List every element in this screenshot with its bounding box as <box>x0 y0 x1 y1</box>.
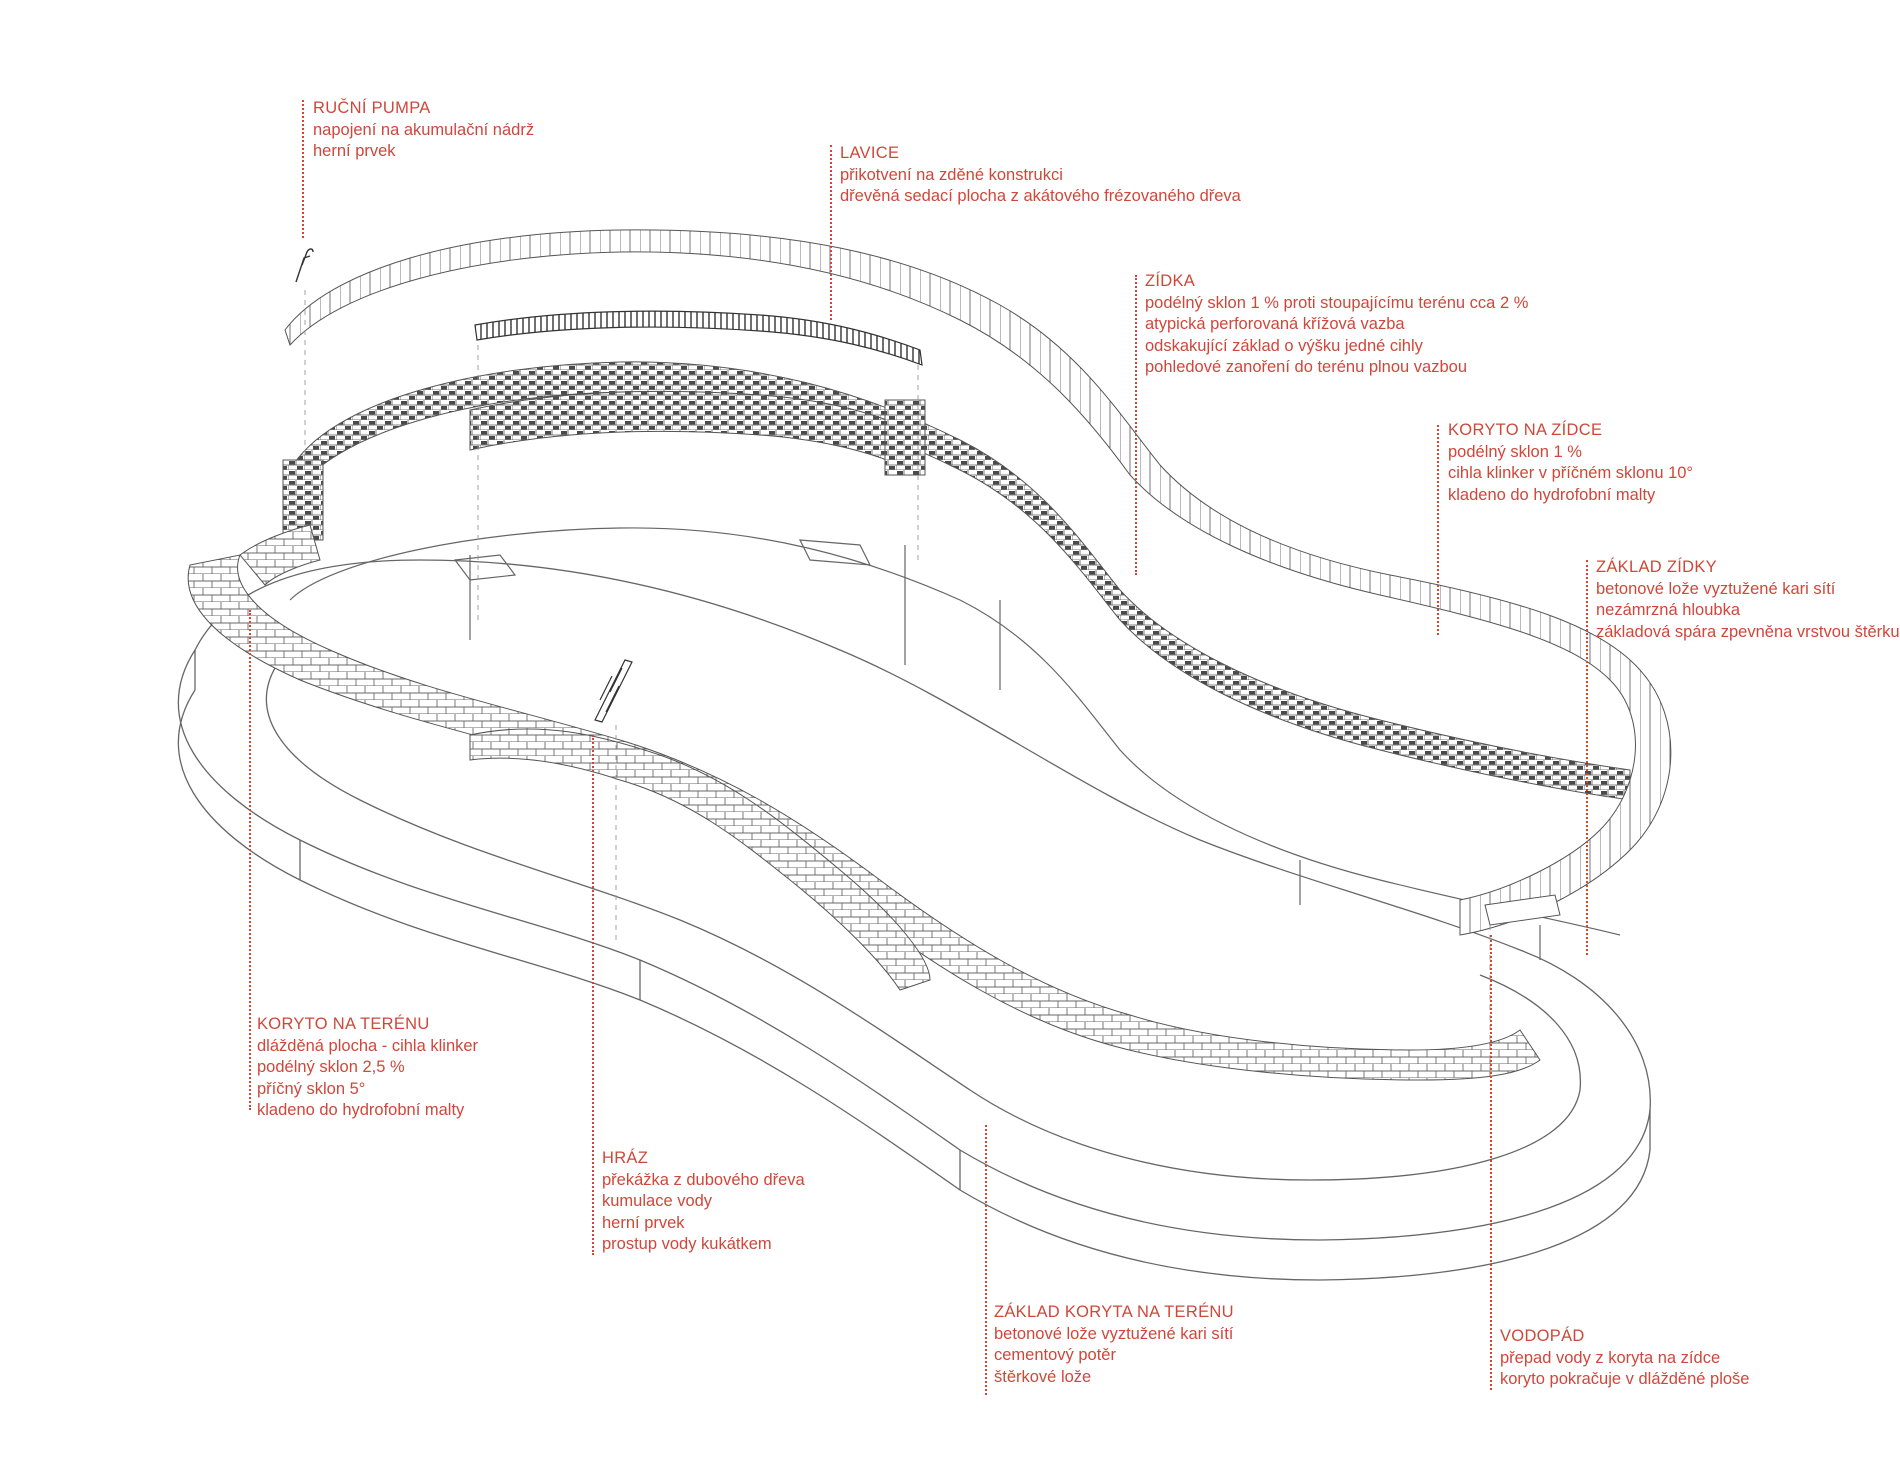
annotation-title: ZÁKLAD KORYTA NA TERÉNU <box>994 1303 1234 1321</box>
annotation-line: nezámrzná hloubka <box>1596 601 1741 619</box>
annotation-koryto-na-terenu: KORYTO NA TERÉNU dlážděná plocha - cihla… <box>257 1014 478 1122</box>
annotation-vodopad: VODOPÁD přepad vody z koryta na zídce ko… <box>1500 1326 1749 1391</box>
annotation-line: prostup vody kukátkem <box>602 1235 772 1253</box>
leader-lavice <box>830 145 832 320</box>
annotation-line: přikotvení na zděné konstrukci <box>840 165 1063 184</box>
annotation-line: cementový potěr <box>994 1346 1116 1364</box>
leader-zidka <box>1135 275 1137 575</box>
annotation-line: kladeno do hydrofobní malty <box>1448 485 1656 504</box>
annotation-title: KORYTO NA ZÍDCE <box>1448 421 1603 439</box>
annotation-line: dřevěná sedací plocha z akátového frézov… <box>840 187 1241 205</box>
annotation-line: příčný sklon 5° <box>257 1079 366 1098</box>
annotation-line: atypická perforovaná křížová vazba <box>1145 315 1405 333</box>
annotation-title: RUČNÍ PUMPA <box>313 99 431 117</box>
ground-channel-foundation <box>177 559 1651 1281</box>
leader-koryto-na-terenu <box>249 610 251 1110</box>
annotation-line: podélný sklon 1 % proti stoupajícímu ter… <box>1145 293 1529 312</box>
annotation-line: herní prvek <box>602 1213 685 1232</box>
annotation-line: betonové lože vyztužené kari sítí <box>1596 579 1836 598</box>
annotation-line: štěrkové lože <box>994 1367 1092 1386</box>
annotation-title: HRÁZ <box>602 1149 649 1167</box>
annotation-zidka: ZÍDKA podélný sklon 1 % proti stoupající… <box>1145 271 1528 379</box>
annotation-hraz: HRÁZ překážka z dubového dřeva kumulace … <box>602 1148 805 1256</box>
annotation-line: přepad vody z koryta na zídce <box>1500 1348 1721 1367</box>
annotation-lavice: LAVICE přikotvení na zděné konstrukci dř… <box>840 143 1241 208</box>
leader-zaklad-koryta <box>985 1125 987 1395</box>
annotation-title: ZÍDKA <box>1145 272 1196 290</box>
annotation-line: podélný sklon 1 % <box>1448 442 1582 461</box>
annotation-title: VODOPÁD <box>1500 1327 1585 1345</box>
annotation-zaklad-koryta-na-terenu: ZÁKLAD KORYTA NA TERÉNU betonové lože vy… <box>994 1302 1234 1388</box>
annotation-title: LAVICE <box>840 144 900 162</box>
annotation-title: ZÁKLAD ZÍDKY <box>1596 558 1717 576</box>
wall-foundation <box>289 527 1621 960</box>
annotation-zaklad-zidky: ZÁKLAD ZÍDKY betonové lože vyztužené kar… <box>1596 557 1900 643</box>
hand-pump <box>295 248 314 283</box>
wall-channel <box>284 229 1672 936</box>
leader-koryto-na-zidce <box>1437 425 1439 635</box>
annotation-koryto-na-zidce: KORYTO NA ZÍDCE podélný sklon 1 % cihla … <box>1448 420 1693 506</box>
annotation-line: překážka z dubového dřeva <box>602 1170 805 1189</box>
annotation-line: kladeno do hydrofobní malty <box>257 1101 465 1119</box>
annotation-rucni-pumpa: RUČNÍ PUMPA napojení na akumulační nádrž… <box>313 98 534 163</box>
weir <box>594 659 633 723</box>
ground-channel-paving <box>187 524 1541 1081</box>
annotation-line: odskakující základ o výšku jedné cihly <box>1145 336 1423 355</box>
annotation-line: cihla klinker v příčném sklonu 10° <box>1448 464 1694 482</box>
annotation-line: pohledové zanoření do terénu plnou vazbo… <box>1145 358 1467 376</box>
leader-hraz <box>592 735 594 1255</box>
annotation-line: základová spára zpevněna vrstvou štěrku <box>1596 622 1900 641</box>
brick-wall <box>282 361 1631 801</box>
bench <box>474 310 923 366</box>
annotation-line: betonové lože vyztužené kari sítí <box>994 1324 1234 1343</box>
waterfall <box>1484 894 1561 926</box>
annotation-line: kumulace vody <box>602 1192 713 1210</box>
annotation-line: koryto pokračuje v dlážděné ploše <box>1500 1370 1750 1388</box>
annotation-title: KORYTO NA TERÉNU <box>257 1015 430 1033</box>
leader-rucni-pumpa <box>302 100 304 238</box>
leader-vodopad <box>1490 935 1492 1390</box>
annotation-line: napojení na akumulační nádrž <box>313 120 535 139</box>
leader-zaklad-zidky <box>1586 560 1588 955</box>
annotation-line: herní prvek <box>313 142 396 160</box>
annotation-line: dlážděná plocha - cihla klinker <box>257 1036 479 1055</box>
annotation-line: podélný sklon 2,5 % <box>257 1058 405 1076</box>
